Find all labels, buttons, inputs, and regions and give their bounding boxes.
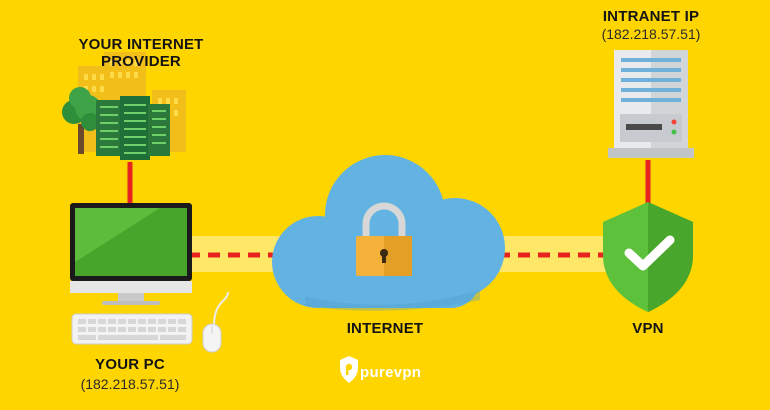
isp-label: YOUR INTERNET PROVIDER: [78, 36, 204, 70]
shield-check-icon: [603, 202, 693, 312]
cloud-icon: [272, 155, 505, 311]
purevpn-logo-icon: [340, 356, 358, 383]
server-icon: [608, 50, 694, 158]
server-rack-icon: [96, 96, 170, 160]
vpn-label: VPN: [632, 320, 664, 337]
tree-icon: [62, 87, 101, 154]
monitor-icon: [70, 203, 192, 305]
pc-ip-value: (182.218.57.51): [80, 376, 180, 392]
pc-label: YOUR PC: [95, 356, 165, 373]
brand-name: purevpn: [360, 364, 422, 381]
lock-icon: [356, 202, 412, 276]
intranet-ip-value: (182.218.57.51): [601, 26, 701, 42]
vertical-links: [127, 160, 651, 204]
intranet-ip-label: INTRANET IP: [602, 8, 700, 25]
mouse-icon: [202, 291, 229, 353]
internet-label: INTERNET: [346, 320, 424, 337]
keyboard-icon: [71, 313, 193, 345]
